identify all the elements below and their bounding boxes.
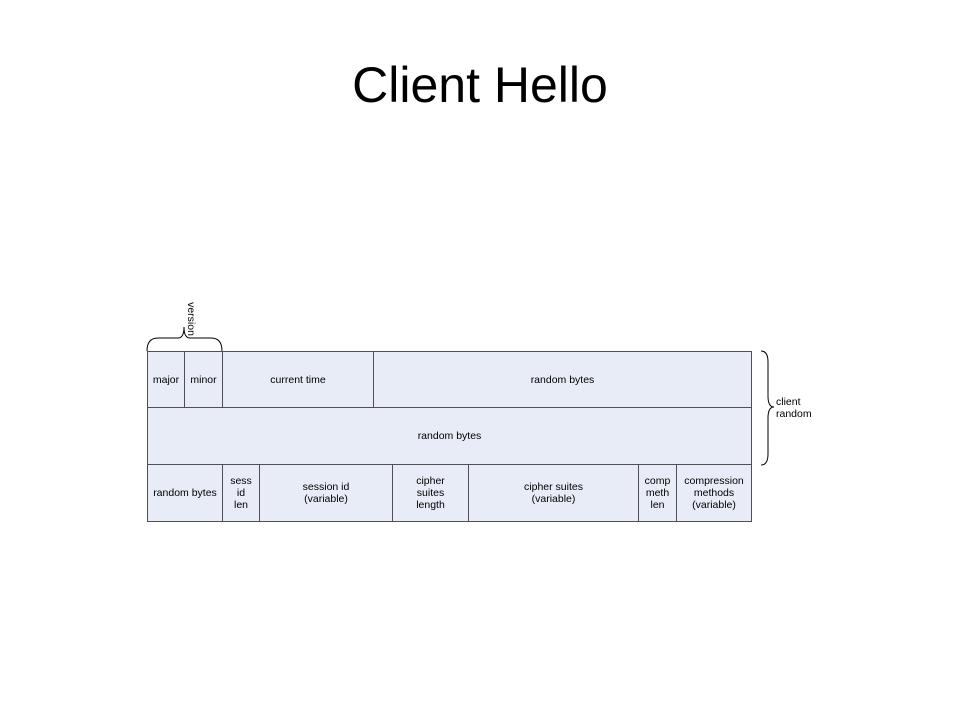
field-random-bytes-2: random bytes: [147, 407, 752, 465]
client-random-label: client random: [776, 396, 812, 420]
field-minor: minor: [184, 351, 223, 408]
client-random-brace: [760, 350, 775, 466]
version-brace: [146, 326, 223, 352]
field-session-id: session id (variable): [259, 464, 393, 522]
field-cipher-suites-length: cipher suites length: [392, 464, 469, 522]
field-random-bytes-1: random bytes: [373, 351, 752, 408]
version-label: version: [185, 302, 197, 336]
field-compression-methods-length: comp meth len: [638, 464, 677, 522]
field-major: major: [147, 351, 185, 408]
field-current-time: current time: [222, 351, 374, 408]
field-compression-methods: compression methods (variable): [676, 464, 752, 522]
field-session-id-length: sess id len: [222, 464, 260, 522]
slide-title: Client Hello: [352, 57, 608, 113]
field-cipher-suites: cipher suites (variable): [468, 464, 639, 522]
field-random-bytes-3: random bytes: [147, 464, 223, 522]
